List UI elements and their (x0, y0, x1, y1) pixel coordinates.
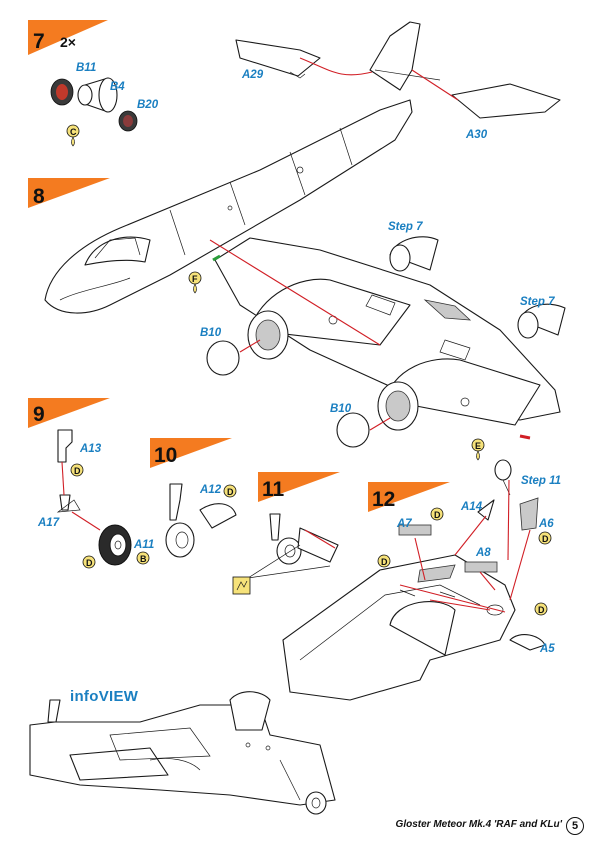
step-11-number: 11 (262, 478, 285, 501)
fuselage (44, 99, 413, 314)
jet-pipe-parts (50, 77, 138, 132)
label-b10-b: B10 (330, 403, 352, 415)
svg-text:D: D (227, 487, 234, 497)
label-b4: B4 (110, 81, 125, 93)
tail-assembly (235, 21, 561, 119)
glue-marker-d5: D (377, 554, 391, 568)
label-a5: A5 (539, 643, 555, 655)
svg-text:F: F (192, 274, 198, 284)
glue-marker-b: B (136, 551, 150, 565)
label-a30: A30 (465, 129, 488, 141)
glue-marker-e: E (471, 438, 485, 461)
gear-door-assembly (232, 513, 339, 595)
info-view-illustration (29, 691, 336, 815)
step-12-banner: 12 (368, 482, 450, 512)
step-9-number: 9 (33, 403, 45, 426)
svg-text:D: D (538, 605, 545, 615)
label-a13: A13 (79, 443, 102, 455)
svg-text:D: D (542, 534, 549, 544)
label-step11: Step 11 (521, 475, 561, 487)
label-step7-a: Step 7 (388, 221, 423, 233)
nose-gear-parts (56, 429, 132, 566)
svg-text:D: D (434, 510, 441, 520)
glue-marker-f: F (188, 271, 202, 294)
step-7-multiplier: 2× (60, 34, 76, 50)
step-10-number: 10 (154, 444, 177, 467)
step-12-number: 12 (372, 488, 395, 511)
step-11-banner: 11 (258, 472, 340, 502)
label-a6: A6 (538, 518, 554, 530)
glue-marker-d1: D (70, 463, 84, 477)
label-a29: A29 (241, 69, 264, 81)
step-7-banner: 7 2× (28, 20, 108, 55)
svg-text:D: D (74, 466, 81, 476)
glue-marker-d3: D (223, 484, 237, 498)
svg-text:D: D (86, 558, 93, 568)
label-a12: A12 (199, 484, 222, 496)
label-a17: A17 (37, 517, 60, 529)
label-a7: A7 (396, 518, 412, 530)
nose-gear-assembly (165, 483, 237, 558)
svg-text:E: E (475, 441, 481, 451)
glue-marker-d2: D (82, 555, 96, 569)
label-b11: B11 (76, 62, 96, 74)
label-step7-b: Step 7 (520, 296, 555, 308)
label-a14: A14 (460, 501, 483, 513)
svg-text:D: D (381, 557, 388, 567)
glue-marker-d4: D (430, 507, 444, 521)
step-7-number: 7 (33, 30, 45, 53)
label-a11: A11 (133, 539, 154, 551)
step-10-banner: 10 (150, 438, 232, 468)
glue-marker-d6: D (538, 531, 552, 545)
label-b10-a: B10 (200, 327, 222, 339)
glue-marker-c: C (66, 124, 80, 147)
label-a8: A8 (475, 547, 491, 559)
svg-text:B: B (140, 554, 147, 564)
step-9-banner: 9 (28, 398, 110, 428)
step-8-number: 8 (33, 185, 45, 208)
svg-text:C: C (70, 127, 77, 137)
footer-title: Gloster Meteor Mk.4 'RAF and KLu' (395, 819, 562, 830)
info-view-heading: infoVIEW (70, 688, 139, 705)
step-8-banner: 8 (28, 178, 110, 208)
nacelle-lower (282, 459, 546, 701)
label-b20: B20 (137, 99, 159, 111)
page-number: 5 (566, 817, 584, 835)
wing-nacelles (206, 236, 566, 448)
glue-marker-d7: D (534, 602, 548, 616)
